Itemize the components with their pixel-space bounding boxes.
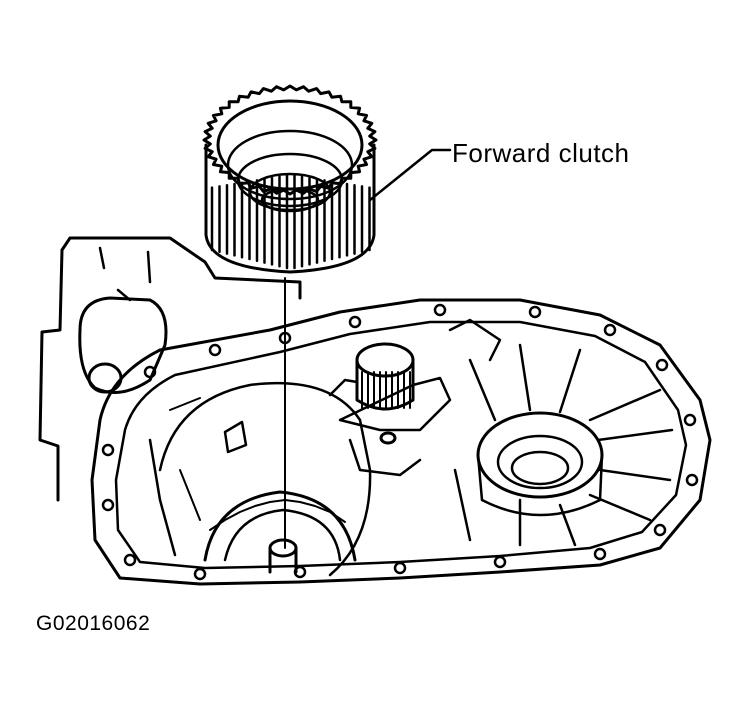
forward-clutch-drum xyxy=(202,84,378,274)
transmission-case xyxy=(38,236,712,586)
figure-code: G02016062 xyxy=(36,612,151,635)
callout-label-forward-clutch: Forward clutch xyxy=(452,138,630,168)
callout-leader xyxy=(368,148,452,202)
